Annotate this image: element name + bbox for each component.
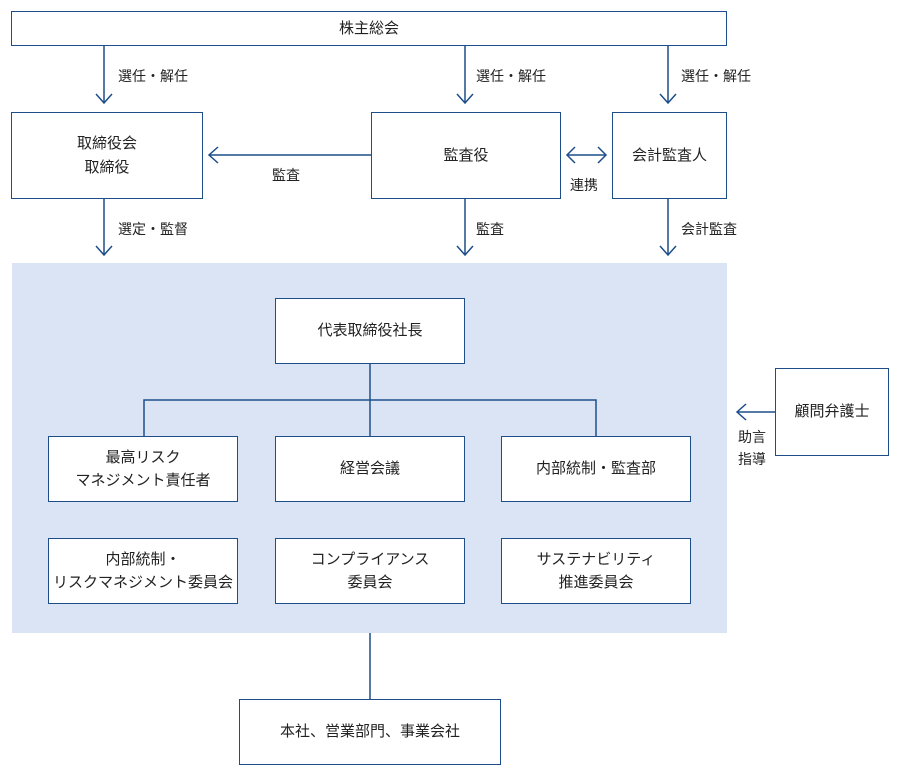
compliance-committee-box: コンプライアンス 委員会 bbox=[275, 538, 465, 604]
audit-label-panel: 監査 bbox=[476, 222, 504, 238]
cro-label-line2: マネジメント責任者 bbox=[75, 471, 211, 489]
advice-label-line2: 指導 bbox=[738, 451, 766, 468]
compliance-committee-line2: 委員会 bbox=[347, 573, 393, 591]
internal-control-committee-line2: リスクマネジメント委員会 bbox=[52, 573, 233, 591]
advice-label-line1: 助言 bbox=[738, 430, 766, 446]
shareholders-meeting-label: 株主総会 bbox=[338, 18, 399, 37]
arrowhead-auditors-panel bbox=[456, 245, 474, 257]
compliance-committee-line1: コンプライアンス bbox=[310, 549, 430, 568]
arrowhead-coop-right bbox=[597, 146, 608, 164]
auditors-box: 監査役 bbox=[371, 112, 561, 199]
arrowhead-accounting-auditor bbox=[659, 93, 677, 105]
shareholders-meeting-box: 株主総会 bbox=[11, 11, 727, 46]
arrowhead-accounting-panel bbox=[659, 245, 677, 257]
management-meeting-box: 経営会議 bbox=[275, 436, 465, 502]
auditors-label: 監査役 bbox=[443, 145, 489, 164]
management-meeting-label: 経営会議 bbox=[339, 459, 400, 478]
audit-label-board: 監査 bbox=[272, 168, 300, 184]
sustainability-committee-line1: サステナビリティ bbox=[536, 549, 656, 568]
president-label: 代表取締役社長 bbox=[317, 321, 423, 340]
cro-label-line1: 最高リスク bbox=[105, 447, 181, 466]
accounting-auditor-box: 会計監査人 bbox=[612, 112, 727, 199]
select-supervise-label: 選定・監督 bbox=[118, 222, 188, 238]
board-label-line1: 取締役会 bbox=[76, 134, 137, 153]
legal-advisor-label: 顧問弁護士 bbox=[794, 402, 870, 421]
arrowhead-auditors bbox=[456, 93, 474, 105]
operations-label: 本社、営業部門、事業会社 bbox=[279, 722, 460, 741]
internal-audit-label: 内部統制・監査部 bbox=[535, 459, 656, 478]
internal-control-committee-line1: 内部統制・ bbox=[105, 549, 181, 568]
sustainability-committee-line2: 推進委員会 bbox=[558, 573, 634, 591]
cooperation-label: 連携 bbox=[570, 178, 598, 194]
arrowhead-board-panel bbox=[95, 245, 113, 257]
elect-dismiss-label-auditors: 選任・解任 bbox=[476, 69, 546, 85]
accounting-audit-label: 会計監査 bbox=[681, 222, 737, 238]
sustainability-committee-box: サステナビリティ 推進委員会 bbox=[501, 538, 691, 604]
line-president-branches bbox=[143, 399, 597, 436]
president-box: 代表取締役社長 bbox=[275, 298, 465, 364]
operations-box: 本社、営業部門、事業会社 bbox=[239, 699, 501, 765]
arrowhead-coop-left bbox=[565, 146, 576, 164]
advice-label: 助言 指導 bbox=[738, 428, 766, 471]
legal-advisor-box: 顧問弁護士 bbox=[775, 368, 889, 456]
accounting-auditor-label: 会計監査人 bbox=[631, 145, 707, 164]
board-label-line2: 取締役 bbox=[84, 157, 130, 176]
arrowhead-audit-board bbox=[207, 146, 219, 164]
elect-dismiss-label-board: 選任・解任 bbox=[118, 69, 188, 85]
elect-dismiss-label-accounting: 選任・解任 bbox=[681, 69, 751, 85]
internal-audit-box: 内部統制・監査部 bbox=[501, 436, 691, 502]
internal-control-committee-box: 内部統制・ リスクマネジメント委員会 bbox=[48, 538, 238, 604]
arrowhead-advisor bbox=[735, 403, 747, 421]
cro-box: 最高リスク マネジメント責任者 bbox=[48, 436, 238, 502]
board-box: 取締役会 取締役 bbox=[11, 112, 203, 199]
arrowhead-board bbox=[95, 93, 113, 105]
